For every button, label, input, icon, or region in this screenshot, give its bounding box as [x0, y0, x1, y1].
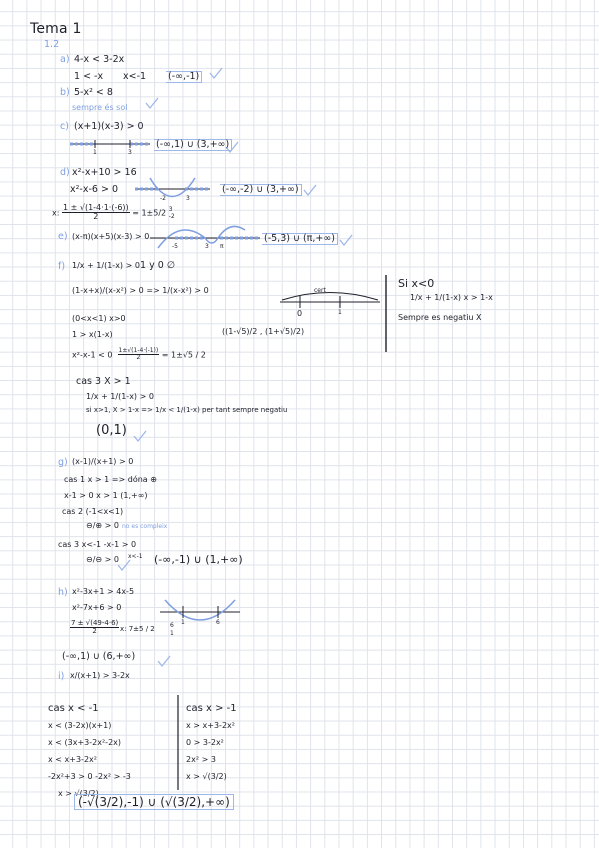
item-i-right-line: 0 > 3-2x² [186, 738, 224, 747]
item-f-right-note: Sempre es negatiu X [398, 313, 482, 322]
item-i-right-line: 2x² > 3 [186, 755, 216, 764]
item-e-equation: (x-π)(x+5)(x-3) > 0 [72, 232, 150, 241]
item-b-equation: 5-x² < 8 [74, 87, 113, 98]
item-f-right-eq: 1/x + 1/(1-x) x > 1-x [410, 293, 493, 302]
item-h-formula-x: x: 7±5 / 2 [120, 625, 155, 633]
item-d-step: x²-x-6 > 0 [70, 184, 118, 195]
item-f-cas3-line2: si x>1, X > 1-x => 1/x < 1/(1-x) per tan… [86, 406, 288, 414]
item-i-equation: x/(x+1) > 3-2x [70, 671, 130, 680]
item-i-right-column: cas x > -1 x > x+3-2x² 0 > 3-2x² 2x² > 3… [186, 700, 237, 785]
page-title: Tema 1 [30, 21, 82, 37]
item-b-note: sempre és sol [72, 103, 128, 112]
item-d-equation: x²-x+10 > 16 [72, 167, 137, 178]
item-g-cas2: cas 2 (-1<x<1) [62, 507, 124, 516]
item-h-label: h) [58, 587, 68, 598]
item-a-step: 1 < -x [74, 71, 104, 82]
item-f-equation: 1/x + 1/(1-x) > 0 [72, 261, 140, 270]
item-a-equation: 4-x < 3-2x [74, 54, 125, 65]
item-f-roots: ((1-√5)/2 , (1+√5)/2) [222, 327, 305, 336]
item-i-right-line: x > x+3-2x² [186, 721, 235, 730]
item-d-tick-neg2: -2 [160, 195, 166, 202]
item-d-tick-3: 3 [186, 195, 190, 202]
item-f-line3: (0<x<1) x>0 [72, 314, 126, 323]
item-f-zero: 0 [297, 309, 303, 318]
item-f-line2: (1-x+x)/(x-x²) > 0 => 1/(x-x²) > 0 [72, 286, 209, 295]
item-f-right-title: Si x<0 [398, 277, 435, 290]
item-e-answer: (-5,3) ∪ (π,+∞) [262, 233, 338, 245]
item-i-label: i) [58, 671, 65, 682]
item-i-answer: (-√(3/2),-1) ∪ (√(3/2),+∞) [74, 794, 234, 810]
item-g-cas3-sub: x<-1 [128, 553, 143, 560]
item-c-tick-3: 3 [128, 149, 132, 156]
item-i-right-line: x > √(3/2) [186, 772, 227, 781]
item-h-step: x²-7x+6 > 0 [72, 603, 122, 612]
item-b-label: b) [60, 87, 70, 98]
item-c-label: c) [60, 121, 69, 132]
item-c-equation: (x+1)(x-3) > 0 [74, 121, 144, 132]
item-f-line4: 1 > x(1-x) [72, 330, 113, 339]
item-g-label: g) [58, 457, 68, 468]
item-h-equation: x²-3x+1 > 4x-5 [72, 587, 135, 596]
item-f-cas3-line1: 1/x + 1/(1-x) > 0 [86, 392, 154, 401]
item-g-cas2-note: no es compleix [122, 523, 168, 530]
item-g-cas3: cas 3 x<-1 -x-1 > 0 [58, 540, 137, 549]
item-c-tick-1: 1 [93, 149, 97, 156]
item-a-answer: (-∞,-1) [166, 71, 203, 83]
item-e-tick-pi: π [220, 243, 224, 250]
item-a-label: a) [60, 54, 70, 65]
item-f-cas3: cas 3 X > 1 [76, 376, 131, 387]
item-g-equation: (x-1)/(x+1) > 0 [72, 457, 134, 466]
item-f-label: f) [58, 261, 66, 272]
item-g-cas1-line: x-1 > 0 x > 1 (1,+∞) [64, 491, 148, 500]
item-c-answer: (-∞,1) ∪ (3,+∞) [154, 139, 233, 151]
item-h-tick-1: 1 [181, 619, 185, 626]
item-f-one: 1 [338, 309, 342, 316]
item-d-answer: (-∞,-2) ∪ (3,+∞) [220, 184, 302, 196]
item-e-tick-neg5: -5 [172, 243, 178, 250]
item-h-formula: 7 ± √(49-4·6)2 [70, 619, 120, 636]
item-i-left-line: x > √(3/2) [58, 789, 99, 798]
item-f-equation-note: 1 y 0 ∅ [140, 260, 176, 271]
item-f-cas3-answer: (0,1) [96, 423, 127, 438]
item-e-tick-3: 3 [205, 243, 209, 250]
item-i-right-line: cas x > -1 [186, 703, 237, 714]
item-i-left-column: cas x < -1 x < (3-2x)(x+1) x < (3x+3-2x²… [48, 700, 131, 802]
item-a-step2: x<-1 [123, 71, 147, 82]
item-f-line5: x²-x-1 < 0 1±√(1-4·(-1))2 = 1±√5 / 2 [72, 347, 206, 362]
section-number: 1.2 [44, 39, 60, 50]
item-h-tick-6: 6 [216, 619, 220, 626]
item-f-cert: cert [314, 287, 326, 294]
item-h-answer: (-∞,1) ∪ (6,+∞) [62, 651, 136, 662]
item-e-label: e) [58, 231, 68, 242]
item-i-left-line: -2x²+3 > 0 -2x² > -3 [48, 772, 131, 781]
item-g-cas3-line: ⊖/⊖ > 0 [86, 555, 119, 564]
item-d-label: d) [60, 167, 70, 178]
item-g-cas1: cas 1 x > 1 => dóna ⊕ [64, 475, 157, 484]
item-g-answer: (-∞,-1) ∪ (1,+∞) [154, 553, 243, 566]
item-i-left-line: x < x+3-2x² [48, 755, 97, 764]
item-d-formula: x: 1 ± √(1-4·1·(-6))2 = 1±5/2 3-2 [52, 203, 175, 222]
item-i-left-line: x < (3-2x)(x+1) [48, 721, 112, 730]
item-g-cas2-line: ⊖/⊕ > 0 [86, 521, 119, 530]
item-i-left-line: cas x < -1 [48, 703, 99, 714]
item-i-left-line: x < (3x+3-2x²-2x) [48, 738, 122, 747]
